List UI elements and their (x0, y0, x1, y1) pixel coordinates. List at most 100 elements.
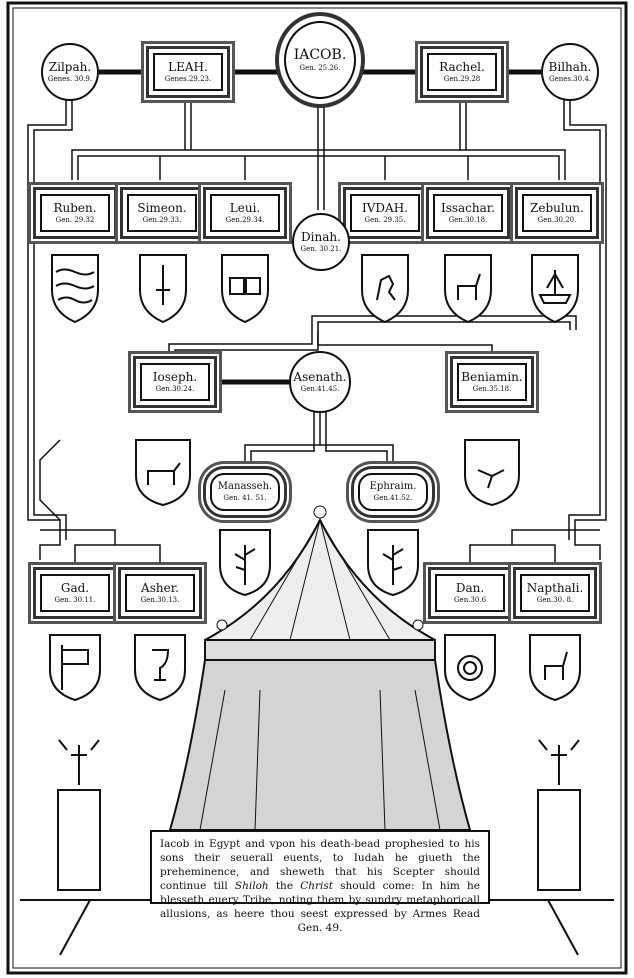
wolf-icon (477, 469, 505, 489)
node-ref: Genes. 30.9. (47, 74, 93, 83)
sword-icon (156, 265, 170, 305)
node-rachel: Rachel.Gen.29.28 (427, 53, 497, 91)
serpent-icon (457, 655, 483, 681)
node-leah: LEAH.Genes.29.23. (153, 53, 223, 91)
node-ref: Gen.41.52. (373, 493, 413, 502)
node-gad: Gad.Gen. 30.11. (40, 574, 110, 612)
node-name: Zilpah. (48, 60, 92, 75)
node-ref: Gen. 25.26. (299, 63, 341, 72)
node-name: Ioseph. (152, 370, 198, 385)
node-name: Leui. (229, 201, 261, 216)
node-ref: Gen.41.45. (300, 384, 340, 393)
lion-icon (376, 274, 396, 301)
ship-icon (538, 270, 572, 304)
node-ref: Gen.29.34. (225, 215, 265, 224)
node-ref: Gen.30.6 (453, 595, 487, 604)
caption-shiloh: Shiloh (234, 880, 269, 892)
node-name: IACOB. (293, 46, 347, 63)
node-ref: Gen. 30.21. (300, 244, 342, 253)
left-pillar (57, 789, 101, 891)
node-ref: Gen.30.18. (448, 215, 488, 224)
node-name: Asenath. (293, 370, 347, 385)
node-manasseh: Manasseh.Gen. 41. 51. (210, 473, 280, 511)
bull-icon (147, 462, 181, 485)
banner-shield (49, 634, 101, 702)
node-name: Asher. (141, 581, 179, 596)
caption-text: should come: In him he blesseth euery Tr… (160, 880, 480, 934)
outer-border (6, 1, 628, 975)
node-ref: Gen. 30.11. (54, 595, 96, 604)
node-dan: Dan.Gen.30.6 (435, 574, 505, 612)
cup-icon (152, 649, 170, 681)
bull-shield (135, 439, 191, 507)
node-ref: Gen.35.18. (472, 384, 512, 393)
node-asenath: Asenath.Gen.41.45. (289, 351, 351, 413)
node-ref: Gen. 29.32 (55, 215, 95, 224)
open-book-icon (229, 277, 261, 295)
node-ref: Gen. 41. 51. (223, 493, 267, 502)
lion-shield (361, 254, 409, 324)
node-name: IVDAH. (362, 201, 408, 216)
node-issachar: Issachar.Gen.30.18. (433, 194, 503, 232)
node-ref: Gen. 29.35. (364, 215, 406, 224)
node-name: LEAH. (168, 60, 208, 75)
caption-box: Iacob in Egypt and vpon his death-bead p… (150, 830, 490, 934)
node-zilpah: Zilpah.Genes. 30.9. (41, 43, 99, 101)
node-dinah: Dinah.Gen. 30.21. (292, 213, 350, 271)
node-ref: Gen.29.28 (443, 74, 481, 83)
banner-icon (61, 645, 89, 690)
node-ephraim: Ephraim.Gen.41.52. (358, 473, 428, 511)
node-name: Simeon. (137, 201, 187, 216)
olive-branch-icon (382, 545, 404, 585)
serpent-shield (444, 634, 496, 702)
olive-branch-icon (234, 545, 256, 585)
node-ruben: Ruben.Gen. 29.32 (40, 194, 110, 232)
hind-shield (529, 634, 581, 702)
figure-right (538, 739, 580, 785)
caption-text: the (268, 880, 301, 892)
node-jacob: IACOB.Gen. 25.26. (284, 21, 356, 99)
angel-figure-left (58, 739, 100, 785)
node-name: Dinah. (301, 230, 341, 245)
right-pillar (537, 789, 581, 891)
caption-text: Iacob in Egypt and vpon his death-bead p… (160, 838, 480, 892)
node-ref: Gen.30.20. (537, 215, 577, 224)
caption-christ: Christ (300, 880, 333, 892)
tent-illustration (168, 505, 472, 831)
node-napthali: Napthali.Gen.30. 8. (520, 574, 590, 612)
ass-shield (444, 254, 492, 324)
node-name: Ruben. (53, 201, 97, 216)
wavy-bars-shield (51, 254, 99, 324)
node-ref: Genes.29.23. (164, 74, 212, 83)
node-name: Issachar. (440, 201, 496, 216)
node-name: Ephraim. (369, 481, 417, 493)
node-ref: Gen.30.13. (140, 595, 180, 604)
wolf-shield (464, 439, 520, 507)
ass-icon (457, 273, 481, 300)
inner-border (12, 7, 622, 969)
hind-icon (544, 651, 568, 680)
node-name: Manasseh. (217, 481, 273, 493)
lineage-lines (27, 95, 607, 570)
node-name: Gad. (60, 581, 90, 596)
node-joseph: Ioseph.Gen.30.24. (140, 363, 210, 401)
node-name: Napthali. (526, 581, 584, 596)
shields (49, 254, 581, 702)
node-asher: Asher.Gen.30.13. (125, 574, 195, 612)
node-simeon: Simeon.Gen.29.33. (127, 194, 197, 232)
node-beniamin: Beniamin.Gen.35.18. (457, 363, 527, 401)
node-name: Rachel. (439, 60, 485, 75)
node-bilhah: Bilhah.Genes.30.4. (541, 43, 599, 101)
node-zebulun: Zebulun.Gen.30.20. (522, 194, 592, 232)
node-ref: Gen.30. 8. (536, 595, 574, 604)
node-name: Dan. (455, 581, 485, 596)
node-ref: Gen.29.33. (142, 215, 182, 224)
node-ref: Gen.30.24. (155, 384, 195, 393)
node-name: Bilhah. (548, 60, 592, 75)
handshake-links (99, 69, 541, 385)
node-name: Zebulun. (530, 201, 584, 216)
wavy-bars-icon (55, 268, 95, 304)
node-name: Beniamin. (461, 370, 523, 385)
